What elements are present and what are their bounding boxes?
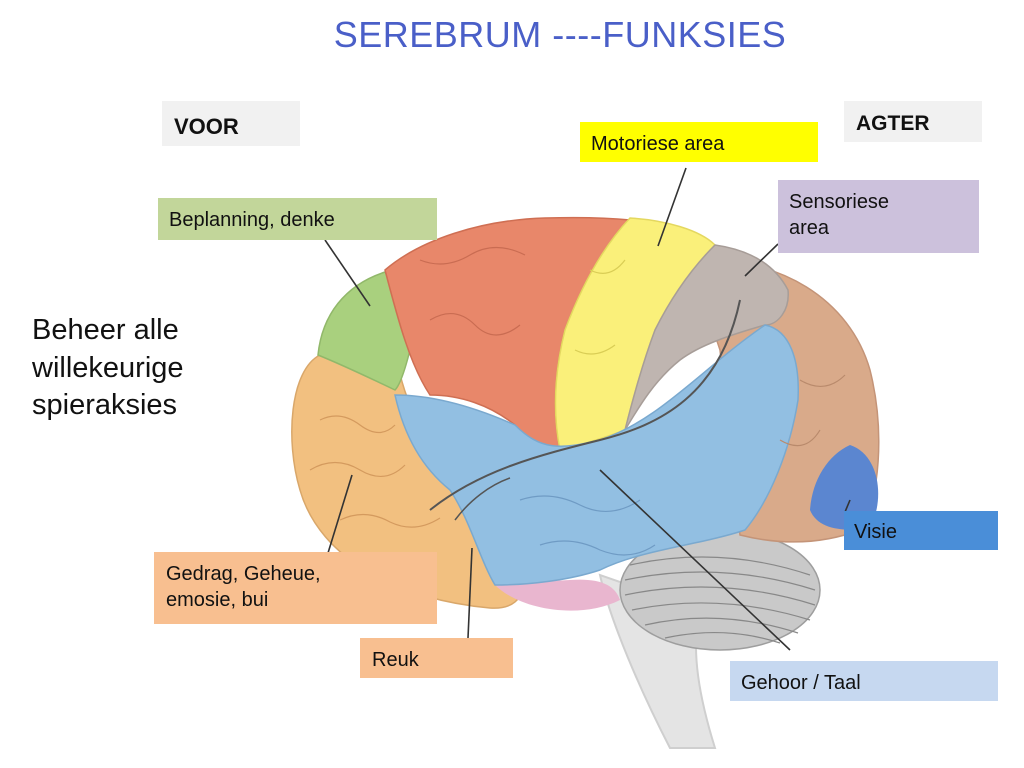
motor-description: Beheer alle willekeurige spieraksies — [32, 312, 272, 425]
vision-label: Visie — [844, 511, 998, 550]
region-olfactory — [495, 579, 620, 611]
region-temporal — [394, 324, 799, 586]
behavior-label: Gedrag, Geheue, emosie, bui — [154, 552, 437, 624]
cerebellum — [619, 529, 821, 651]
cerebrum — [291, 216, 880, 611]
planning-label: Beplanning, denke — [158, 198, 437, 240]
pointer-sensory — [744, 243, 779, 277]
pointer-hearing — [599, 469, 791, 651]
pointer-vision — [844, 499, 851, 513]
front-label: VOOR — [162, 101, 300, 146]
page-title: SEREBRUM ----FUNKSIES — [333, 14, 787, 55]
region-sensory — [624, 244, 789, 431]
behavior-label-line2: emosie, bui — [166, 589, 269, 611]
pointer-motor — [657, 167, 687, 247]
pointer-smell — [467, 547, 473, 639]
hearing-language-label: Gehoor / Taal — [730, 661, 998, 701]
sensory-label-line2: area — [789, 217, 830, 239]
pointer-planning — [324, 239, 371, 307]
pointer-behavior — [327, 474, 353, 554]
region-vision — [810, 445, 879, 530]
pointer-lines — [324, 167, 851, 651]
sensory-area-label: Sensoriese area — [778, 180, 979, 253]
motor-description-line1: Beheer alle — [32, 314, 179, 346]
motor-description-line2: willekeurige — [32, 351, 184, 384]
motor-area-label: Motoriese area — [580, 122, 818, 162]
sensory-label-line1: Sensoriese — [789, 191, 890, 213]
smell-label: Reuk — [360, 638, 513, 678]
behavior-label-line1: Gedrag, Geheue, — [166, 563, 321, 585]
back-label: AGTER — [844, 101, 982, 142]
motor-description-line3: spieraksies — [32, 389, 178, 422]
